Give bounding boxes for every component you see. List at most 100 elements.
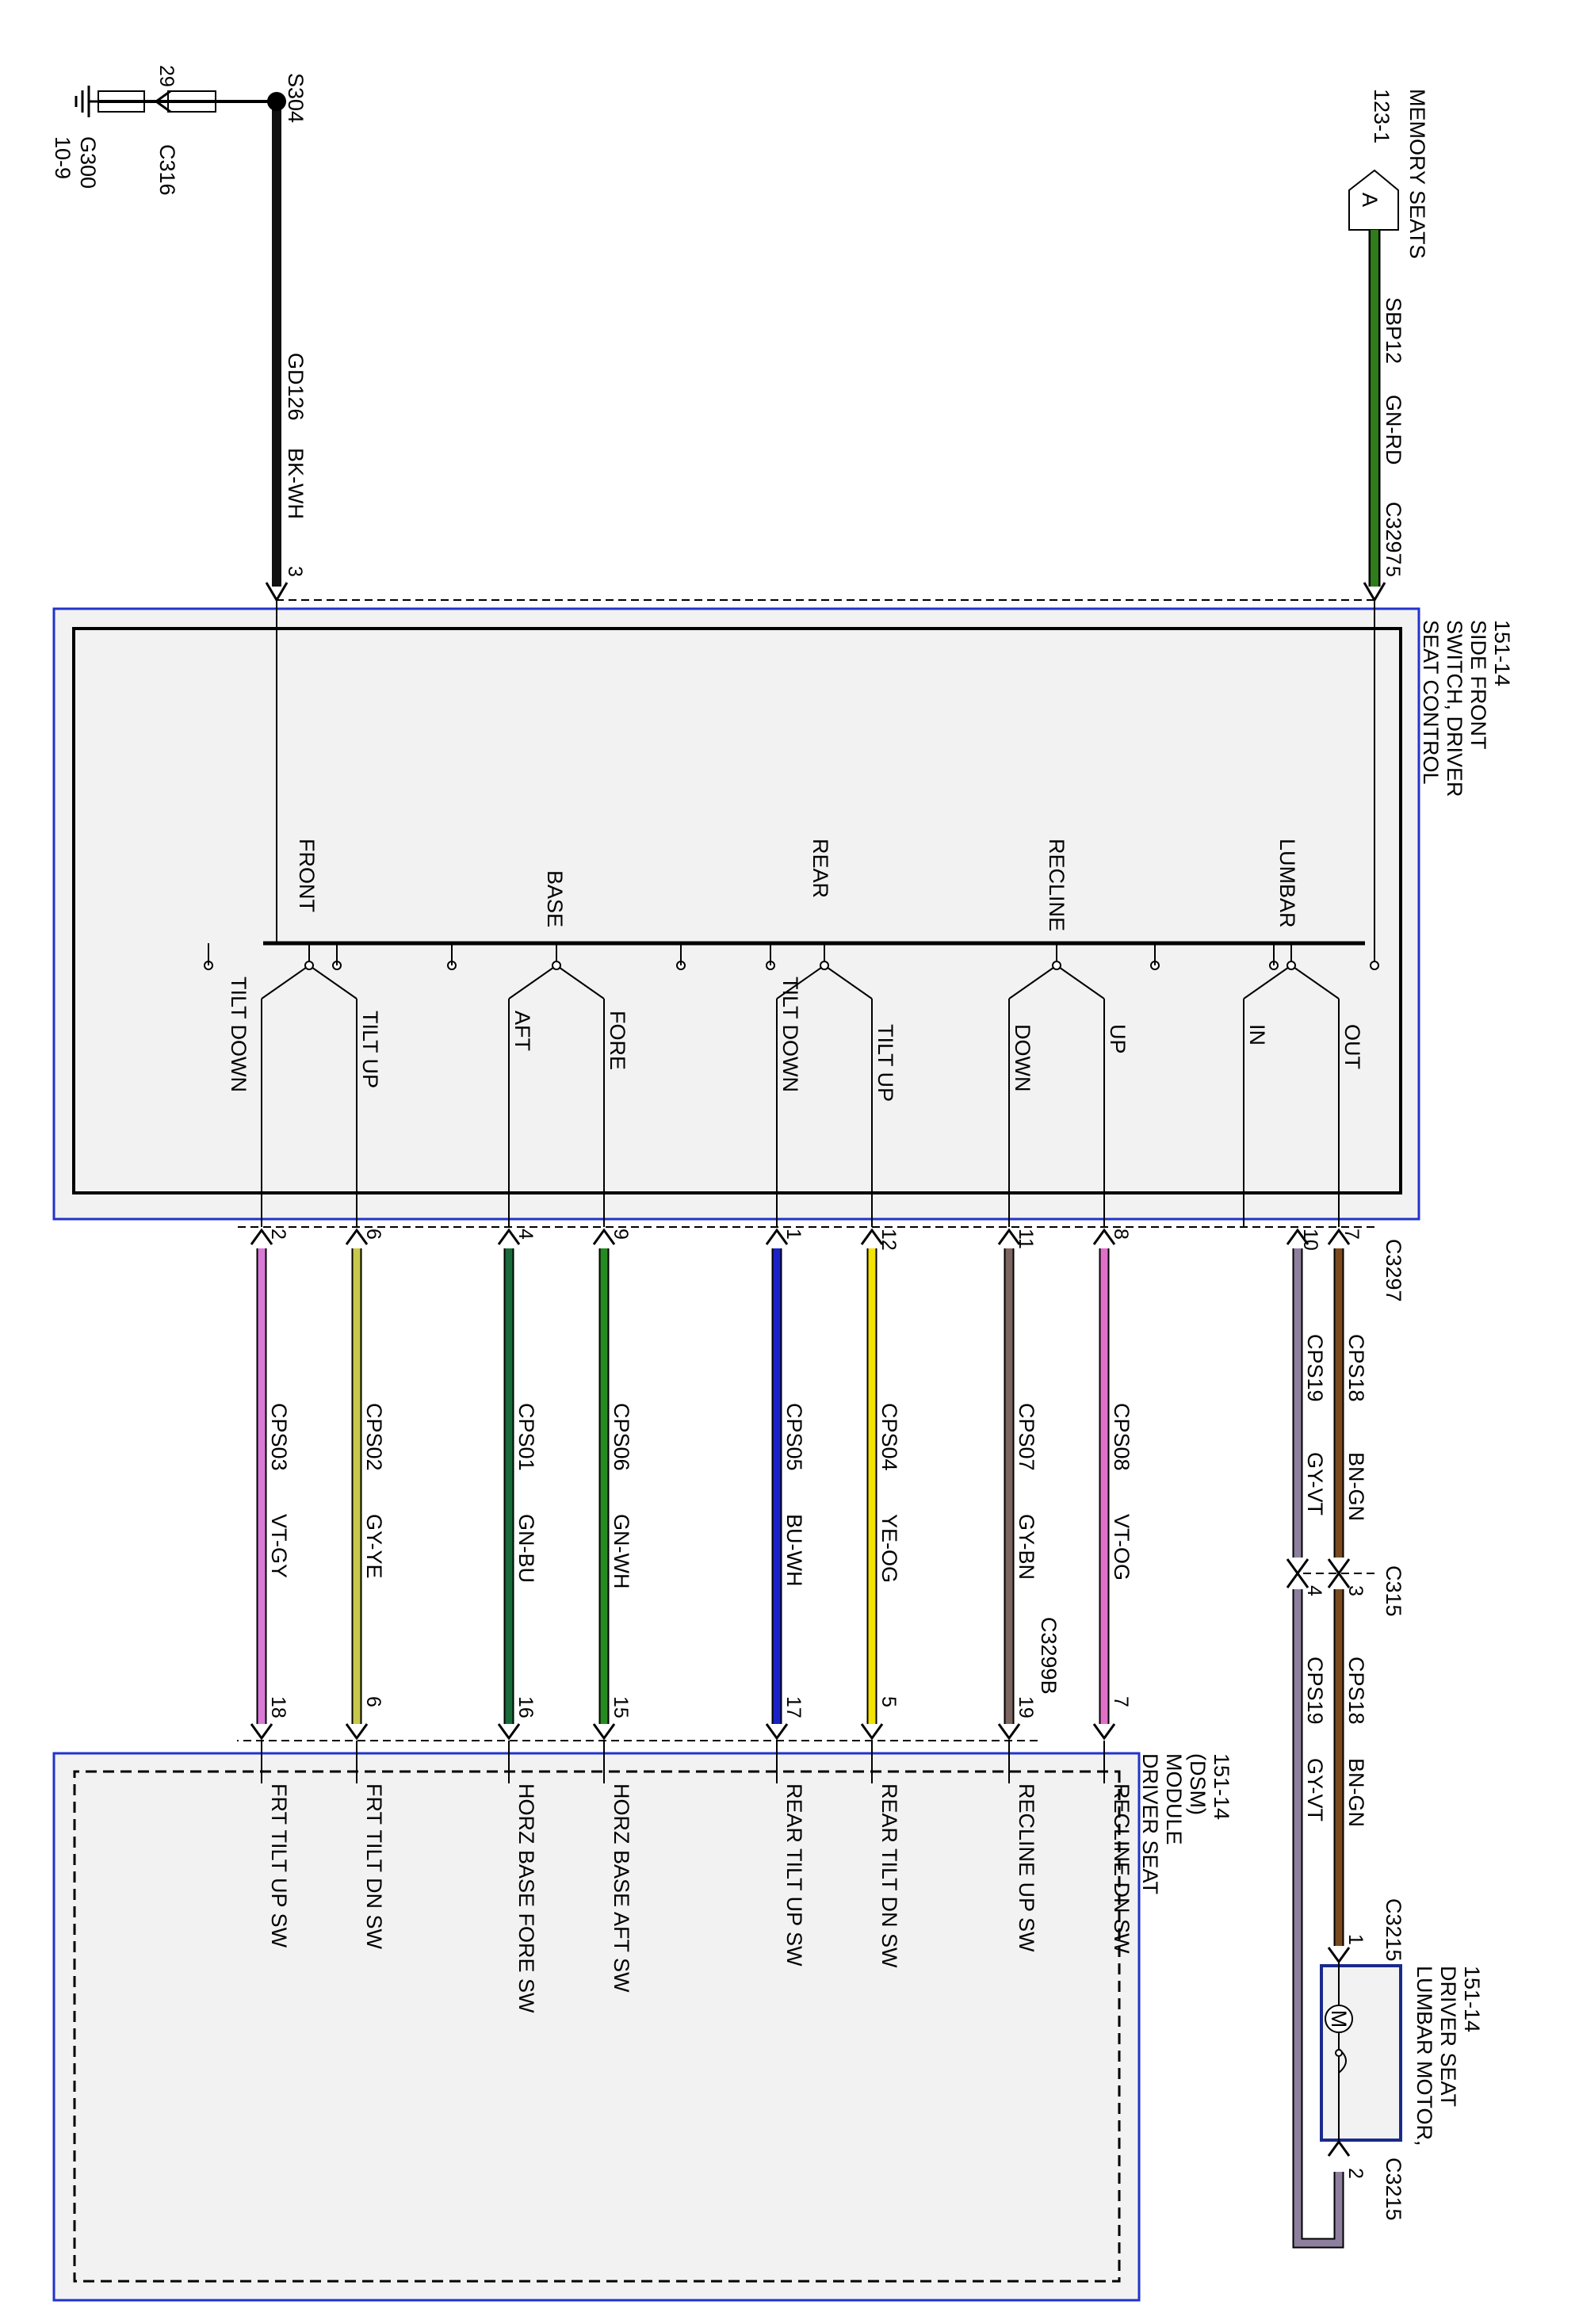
lumbar-out-pin-a: 7	[1340, 1229, 1363, 1240]
c316-chevron	[154, 90, 171, 113]
ground-pin: 3	[284, 566, 306, 577]
dsm-wire-circuit: CPS06	[610, 1403, 633, 1471]
memory-connector-letter: A	[1358, 193, 1382, 207]
dsm-wire-function: RECLINE DN SW	[1110, 1783, 1134, 1954]
switch-base[interactable]: BASE FORE AFT	[508, 870, 629, 1227]
dsm-wire-pin-b: 17	[782, 1696, 805, 1718]
ground-lead-upper	[167, 90, 216, 113]
dsm-wire-color-code: GY-YE	[362, 1514, 386, 1579]
switch-recline[interactable]: RECLINE UP DOWN	[1008, 839, 1130, 1227]
lumbar-out-pin-b: 3	[1344, 1585, 1367, 1596]
ground-color-code: BK-WH	[284, 448, 308, 519]
dsm-wire-function: HORZ BASE AFT SW	[610, 1783, 633, 1993]
switch-rear-name: REAR	[809, 839, 832, 898]
lumbar-wire-in[interactable]: 10 CPS19 GY-VT 4 CPS19 GY-VT 2	[1286, 1228, 1367, 2249]
switch-base-name: BASE	[543, 870, 567, 927]
motor-block-outline	[1320, 1964, 1402, 2142]
dsm-wire-pin-a: 11	[1015, 1229, 1037, 1249]
ground-point-ref: 10-9	[51, 136, 75, 179]
dsm-wire-function: REAR TILT UP SW	[782, 1783, 806, 1967]
dsm-wire-color-code: YE-OG	[877, 1514, 901, 1583]
memory-seats-connector[interactable]: A	[1348, 169, 1399, 231]
switch-rear[interactable]: REAR TILT UP TILT DOWN	[776, 839, 897, 1227]
switch-rear-pos-a: TILT UP	[874, 1024, 897, 1102]
dsm-wire-function: REAR TILT DN SW	[877, 1783, 901, 1968]
switch-rear-pos-b: TILT DOWN	[778, 977, 802, 1092]
feed-color-code: GN-RD	[1382, 395, 1405, 465]
dsm-wire-circuit: CPS08	[1110, 1403, 1134, 1471]
switch-block-title-2: SWITCH, DRIVER	[1443, 620, 1466, 797]
memory-seats-ref: 123-1	[1370, 89, 1394, 143]
dsm-wire-circuit: CPS05	[782, 1403, 806, 1471]
dsm-wire-pin-a: 2	[267, 1229, 289, 1240]
dsm-wire-pin-b: 7	[1110, 1696, 1132, 1707]
c3215-label-2: C3215	[1382, 2158, 1405, 2221]
dsm-wire-circuit: CPS04	[877, 1403, 901, 1471]
memory-seats-title: MEMORY SEATS	[1405, 89, 1429, 259]
dsm-wire-color-code: GN-WH	[610, 1514, 633, 1588]
feed-pin: 5	[1382, 566, 1404, 577]
dsm-block-outline	[52, 1752, 1141, 2302]
switch-lumbar-pos-b: IN	[1245, 1024, 1269, 1045]
dsm-wire-function: RECLINE UP SW	[1015, 1783, 1038, 1952]
dsm-wire-pin-a: 6	[362, 1229, 384, 1240]
switch-front-pos-b: TILT DOWN	[227, 977, 250, 1092]
switch-recline-pos-a: UP	[1106, 1024, 1130, 1054]
dsm-title-2: MODULE	[1162, 1753, 1186, 1845]
c3215-label: C3215	[1382, 1898, 1405, 1962]
dsm-wire-color-code: VT-GY	[267, 1514, 291, 1578]
switch-recline-name: RECLINE	[1045, 839, 1069, 931]
lumbar-out-circuit-2: CPS18	[1344, 1657, 1368, 1725]
switch-lumbar[interactable]: LUMBAR OUT IN	[1243, 839, 1364, 1227]
motor-title-2: DRIVER SEAT	[1436, 1966, 1460, 2107]
dsm-wire-pin-a: 8	[1110, 1229, 1132, 1240]
lumbar-in-color: GY-VT	[1303, 1452, 1327, 1516]
lumbar-in-color-2: GY-VT	[1303, 1758, 1327, 1821]
lumbar-in-circuit-2: CPS19	[1303, 1657, 1327, 1725]
lumbar-motor[interactable]: M	[1325, 1962, 1353, 2142]
motor-title-1: LUMBAR MOTOR,	[1413, 1966, 1436, 2146]
dsm-wire-color-code: GY-BN	[1015, 1514, 1038, 1580]
switch-front[interactable]: FRONT TILT UP TILT DOWN	[227, 839, 382, 1227]
dsm-wire-pin-b: 16	[514, 1696, 537, 1718]
lumbar-out-color-2: BN-GN	[1344, 1758, 1368, 1827]
dsm-wire-pin-a: 9	[610, 1229, 632, 1240]
dsm-wire-function: FRT TILT UP SW	[267, 1783, 291, 1948]
c315-label: C315	[1382, 1565, 1405, 1617]
lumbar-in-motor-pin: 2	[1344, 2168, 1367, 2179]
dsm-block-inner	[73, 1770, 1121, 2283]
dsm-wire-pin-a: 1	[782, 1229, 805, 1240]
dsm-wire-pin-b: 6	[362, 1696, 384, 1707]
switch-block-title-1: SEAT CONTROL	[1419, 620, 1443, 785]
switch-lumbar-pos-a: OUT	[1340, 1024, 1364, 1069]
dsm-title-1: DRIVER SEAT	[1138, 1753, 1162, 1894]
switch-base-pos-b: AFT	[510, 1011, 534, 1051]
dsm-connector-label: C3299B	[1037, 1617, 1061, 1695]
feed-circuit: SBP12	[1382, 297, 1405, 364]
dsm-wire-color-code: VT-OG	[1110, 1514, 1134, 1581]
ground-circuit: GD126	[284, 353, 308, 421]
dsm-wire-color-code: GN-BU	[514, 1514, 538, 1583]
switch-recline-pos-b: DOWN	[1011, 1024, 1034, 1091]
motor-symbol: M	[1327, 2010, 1351, 2028]
splice-label: S304	[284, 73, 308, 123]
dsm-wire-pin-a: 12	[877, 1229, 900, 1251]
switch-front-pos-a: TILT UP	[358, 1011, 382, 1088]
dsm-wire-pin-b: 19	[1015, 1696, 1037, 1718]
lumbar-in-pin-a: 10	[1299, 1229, 1321, 1251]
ground-point-label: G300	[76, 136, 100, 189]
lumbar-wire-out[interactable]: 7 CPS18 BN-GN 3 CPS18 BN-GN 1	[1327, 1228, 1368, 1964]
c316-label: C316	[155, 144, 179, 196]
switch-block-inner	[72, 627, 1402, 1194]
switch-block-title-3: SIDE FRONT	[1466, 620, 1490, 750]
dsm-wire-function: FRT TILT DN SW	[362, 1783, 386, 1950]
